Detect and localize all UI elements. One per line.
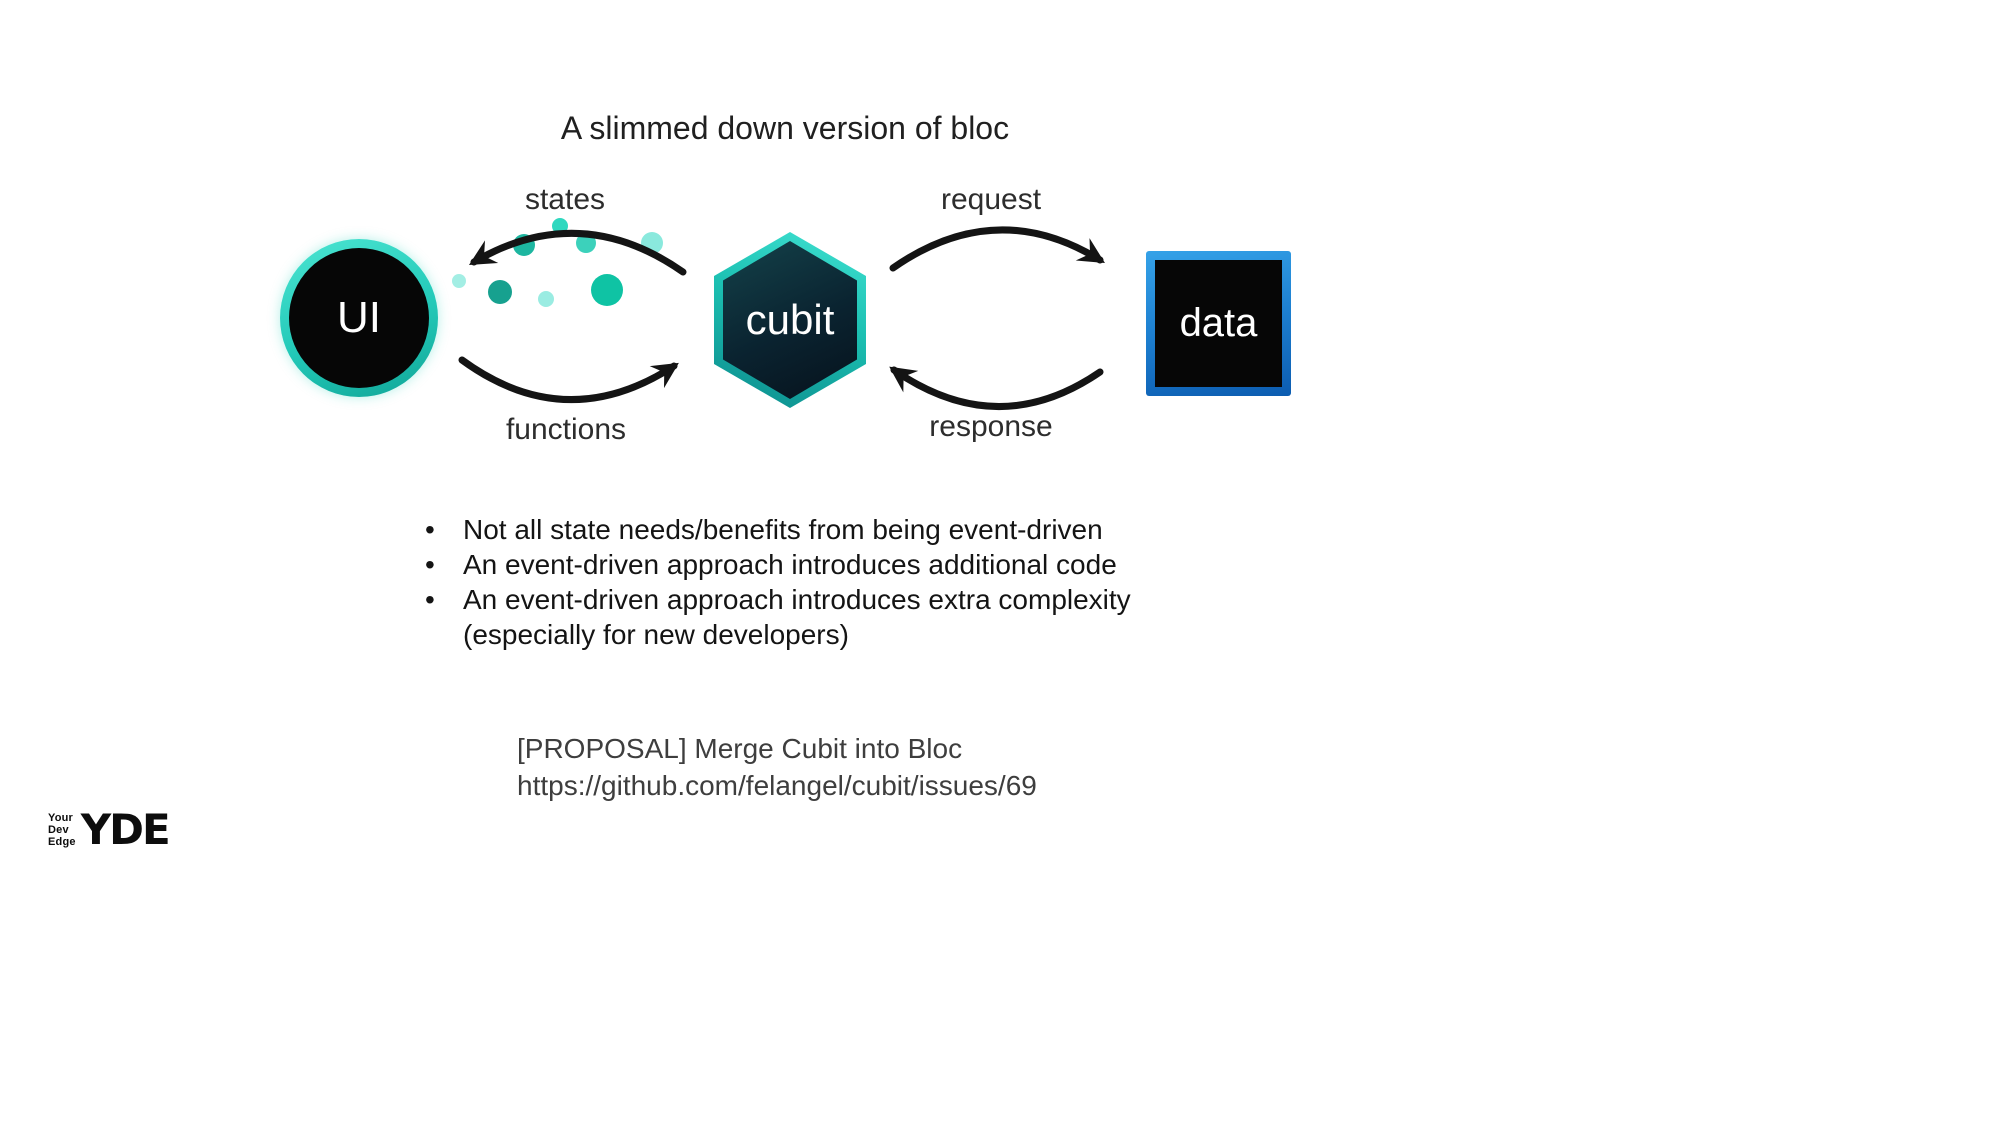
functions-arrow: [458, 356, 679, 403]
bullet-text: Not all state needs/benefits from being …: [463, 514, 1103, 545]
response-label: response: [929, 410, 1053, 443]
cubit-node-label: cubit: [723, 241, 857, 399]
bullet-item: An event-driven approach introduces extr…: [425, 582, 1131, 652]
functions-label: functions: [505, 413, 627, 446]
cubit-node: cubit: [714, 232, 866, 408]
request-label: request: [940, 183, 1042, 216]
logo-mark: YDE: [80, 805, 171, 854]
logo-word: Dev: [48, 824, 69, 836]
bullet-marker: [425, 582, 463, 652]
yde-logo: Your Dev Edge YDE: [48, 805, 171, 854]
data-node-label: data: [1155, 260, 1282, 387]
proposal-title: [PROPOSAL] Merge Cubit into Bloc: [517, 733, 963, 764]
slide-title: A slimmed down version of bloc: [560, 110, 1010, 146]
bullet-item: An event-driven approach introduces addi…: [425, 547, 1131, 582]
bullet-item: Not all state needs/benefits from being …: [425, 512, 1131, 547]
footer-reference: [PROPOSAL] Merge Cubit into Bloc https:/…: [517, 730, 1037, 804]
request-arrow: [889, 226, 1105, 272]
ui-node-label: UI: [289, 248, 429, 388]
states-label: states: [524, 183, 606, 216]
logo-words: Your Dev Edge: [48, 812, 76, 848]
proposal-url: https://github.com/felangel/cubit/issues…: [517, 770, 1037, 801]
bullet-text-continued: (especially for new developers): [463, 619, 849, 650]
response-arrow: [889, 366, 1104, 410]
logo-word: Edge: [48, 836, 76, 848]
bullet-marker: [425, 547, 463, 582]
logo-word: Your: [48, 812, 74, 824]
bullet-text: An event-driven approach introduces addi…: [463, 549, 1117, 580]
bullet-list: Not all state needs/benefits from being …: [425, 512, 1131, 652]
bullet-text: An event-driven approach introduces extr…: [463, 584, 1131, 615]
ui-node: UI: [280, 239, 438, 397]
states-arrow: [468, 229, 687, 276]
bullet-marker: [425, 512, 463, 547]
state-particles: [452, 218, 663, 307]
data-node: data: [1146, 251, 1291, 396]
